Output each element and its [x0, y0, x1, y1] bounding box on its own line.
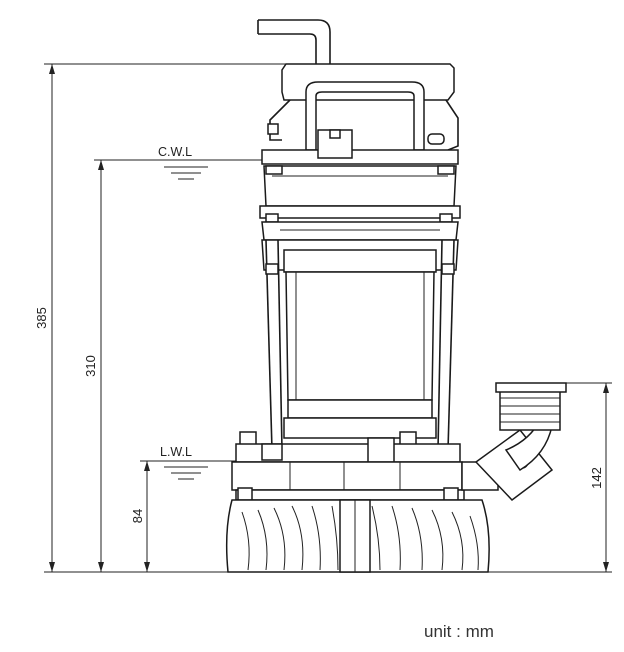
pump-body: [225, 19, 567, 573]
lwl-label: L.W.L: [160, 445, 192, 459]
cwl-mark: C.W.L: [158, 145, 208, 180]
cwl-height-label: 310: [83, 355, 98, 377]
handle: [267, 63, 459, 151]
cwl-height-dimension: 310: [83, 159, 268, 572]
outlet-height-label: 142: [589, 467, 604, 489]
power-cable: [257, 19, 331, 66]
discharge-outlet: [461, 382, 567, 502]
lwl-mark: L.W.L: [160, 445, 208, 480]
motor-housing: [261, 239, 459, 451]
overall-height-dimension: 385: [34, 64, 55, 572]
upper-flange: [259, 205, 461, 241]
lwl-height-label: 84: [130, 509, 145, 523]
strainer-base: [225, 499, 490, 573]
outlet-height-dimension: 142: [560, 382, 612, 572]
unit-label: unit : mm: [424, 622, 494, 641]
cwl-label: C.W.L: [158, 145, 192, 159]
lower-body: [231, 399, 465, 501]
overall-height-label: 385: [34, 307, 49, 329]
dimension-lines: 385 310 84 142 C.W.L: [34, 63, 612, 573]
